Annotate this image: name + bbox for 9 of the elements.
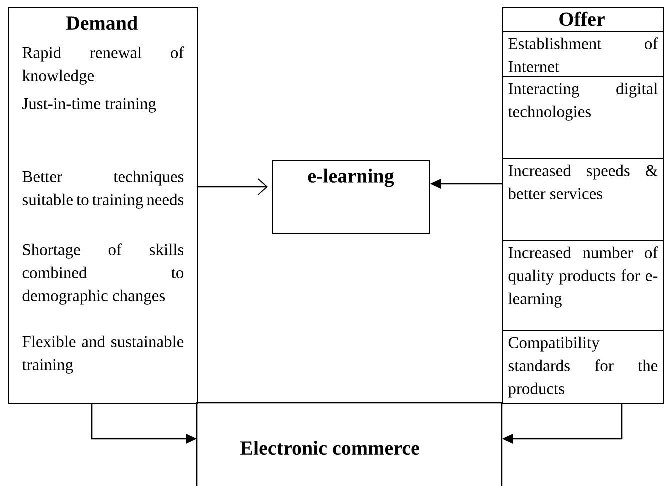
offer-row: Interacting digital technologies <box>502 76 664 160</box>
offer-row: Compatibility standards for the products <box>502 330 664 404</box>
offer-row: Increased number of quality products for e-learning <box>502 240 664 332</box>
commerce-panel: Electronic commerce <box>196 402 503 486</box>
offer-row: Establishment of Internet <box>502 31 664 78</box>
demand-box: Demand Rapid renewal of knowledge Just-in-time training Better techniques suitable to training needs Shortage of skills combined to demographic changes Flexible and sustainable training <box>8 7 198 404</box>
concept-box: e-learning <box>272 160 430 234</box>
offer-row: Increased speeds & better services <box>502 158 664 242</box>
arrow <box>198 178 268 196</box>
